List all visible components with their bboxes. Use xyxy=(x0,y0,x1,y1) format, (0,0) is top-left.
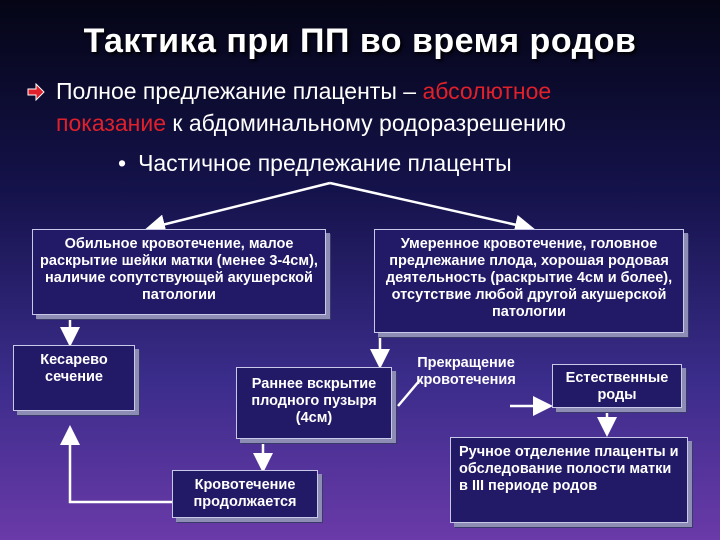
bleeding-continues-box: Кровотечение продолжается xyxy=(172,470,318,518)
intro-line-1-red: абсолютное xyxy=(422,78,552,104)
manual-separation-box: Ручное отделение плаценты и обследование… xyxy=(450,437,688,523)
amniotomy-box: Раннее вскрытие плодного пузыря (4см) xyxy=(236,367,392,439)
red-arrow-bullet-icon xyxy=(27,83,45,101)
intro-line-1-prefix: Полное предлежание плаценты – xyxy=(56,78,423,104)
slide-title: Тактика при ПП во время родов xyxy=(83,22,637,60)
arrow-back-to-cesarean xyxy=(60,425,172,504)
left-condition-box: Обильное кровотечение, малое раскрытие ш… xyxy=(32,229,326,315)
right-condition-box: Умеренное кровотечение, головное предлеж… xyxy=(374,229,684,333)
arrow-to-right-condition xyxy=(329,181,535,235)
natural-birth-box: Естественные роды xyxy=(552,364,682,408)
intro-line-3-text: Частичное предлежание плаценты xyxy=(138,150,512,176)
bleeding-stops-label: Прекращение кровотечения xyxy=(416,355,516,388)
intro-line-2-red: показание xyxy=(56,110,167,136)
intro-line-2-suffix: к абдоминальному родоразрешению xyxy=(166,110,566,136)
intro-line-1: Полное предлежание плаценты – абсолютное xyxy=(56,78,551,105)
arrow-to-bleeding-stops xyxy=(397,379,421,407)
intro-line-3: • Частичное предлежание плаценты xyxy=(118,150,512,177)
bullet-icon: • xyxy=(118,150,127,176)
intro-line-2: показание к абдоминальному родоразрешени… xyxy=(56,110,566,137)
arrow-to-left-condition xyxy=(145,181,331,235)
cesarean-box: Кесарево сечение xyxy=(13,345,135,411)
